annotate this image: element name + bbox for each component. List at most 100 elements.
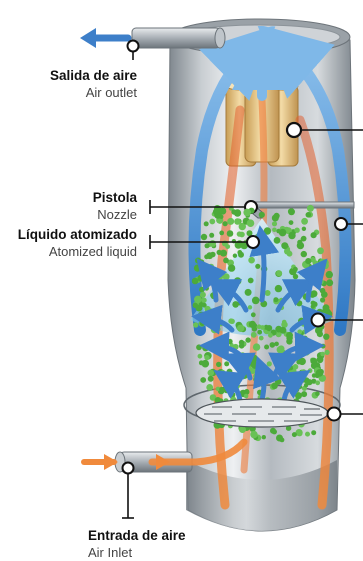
particle bbox=[223, 273, 230, 280]
particle bbox=[238, 252, 244, 258]
particle bbox=[288, 232, 295, 239]
particle bbox=[193, 303, 198, 308]
particle bbox=[250, 431, 257, 438]
particle bbox=[316, 369, 324, 377]
particle bbox=[317, 356, 324, 363]
particle bbox=[286, 332, 293, 339]
circulation-arrow bbox=[262, 240, 264, 300]
particle bbox=[216, 362, 221, 367]
particle bbox=[311, 290, 318, 297]
particle bbox=[250, 355, 258, 363]
particle bbox=[274, 213, 280, 219]
particle bbox=[194, 265, 201, 272]
particle bbox=[304, 383, 308, 387]
particle bbox=[227, 339, 232, 344]
atomized-liquid-label-es: Líquido atomizado bbox=[18, 226, 137, 243]
particle bbox=[310, 358, 317, 365]
circulation-arrow bbox=[262, 370, 264, 400]
particle bbox=[280, 438, 285, 443]
particle bbox=[247, 219, 255, 227]
particle bbox=[275, 355, 280, 360]
particle bbox=[228, 318, 233, 323]
air-inlet-label-en: Air Inlet bbox=[88, 544, 186, 561]
particle bbox=[311, 232, 317, 238]
particle bbox=[268, 333, 273, 338]
particle bbox=[317, 247, 324, 254]
particle bbox=[202, 360, 210, 368]
particle bbox=[307, 205, 314, 212]
particle bbox=[259, 212, 265, 218]
particle bbox=[272, 221, 277, 226]
particle bbox=[307, 271, 311, 275]
particle bbox=[315, 380, 320, 385]
nozzle-label-en: Nozzle bbox=[93, 206, 137, 223]
particle bbox=[200, 377, 206, 383]
fluid-bed-icon bbox=[196, 399, 328, 427]
particle bbox=[306, 212, 312, 218]
particle bbox=[288, 365, 294, 371]
particle bbox=[232, 279, 238, 285]
particle bbox=[279, 229, 287, 237]
particle bbox=[224, 388, 230, 394]
particle bbox=[301, 218, 308, 225]
particle bbox=[270, 342, 276, 348]
particle bbox=[288, 208, 295, 215]
particle bbox=[297, 242, 304, 249]
particle bbox=[199, 287, 205, 293]
particle bbox=[248, 257, 255, 264]
nozzle-label: Pistola Nozzle bbox=[93, 189, 137, 223]
particle bbox=[318, 279, 324, 285]
particle bbox=[228, 264, 235, 271]
particle bbox=[326, 271, 333, 278]
particle bbox=[311, 301, 316, 306]
particle bbox=[293, 364, 299, 370]
particle bbox=[239, 343, 245, 349]
particle bbox=[255, 264, 260, 269]
particle bbox=[209, 219, 215, 225]
particle bbox=[315, 392, 320, 397]
atomized-liquid-label: Líquido atomizado Atomized liquid bbox=[18, 226, 137, 260]
particle bbox=[198, 259, 204, 265]
particle bbox=[262, 435, 266, 439]
particle bbox=[237, 325, 244, 332]
particle bbox=[219, 387, 224, 392]
particle bbox=[209, 240, 216, 247]
particle bbox=[301, 236, 307, 242]
particle bbox=[296, 300, 302, 306]
particle bbox=[245, 337, 250, 342]
particle bbox=[238, 371, 244, 377]
particle bbox=[274, 237, 281, 244]
particle bbox=[248, 305, 252, 309]
particle bbox=[206, 384, 213, 391]
particle bbox=[292, 432, 297, 437]
particle bbox=[294, 228, 299, 233]
particle bbox=[274, 342, 279, 347]
particle bbox=[323, 304, 330, 311]
particle bbox=[325, 350, 330, 355]
air-inlet-label-es: Entrada de aire bbox=[88, 527, 186, 544]
particle bbox=[289, 220, 294, 225]
particle bbox=[196, 344, 202, 350]
particle bbox=[297, 384, 302, 389]
particle bbox=[270, 428, 276, 434]
particle bbox=[240, 225, 245, 230]
particle bbox=[326, 279, 333, 286]
particle bbox=[281, 322, 287, 328]
air-outlet-label-en: Air outlet bbox=[50, 84, 137, 101]
particle bbox=[219, 271, 224, 276]
particle bbox=[224, 361, 229, 366]
particle bbox=[218, 219, 223, 224]
particle bbox=[321, 291, 328, 298]
particle bbox=[260, 325, 265, 330]
particle bbox=[267, 361, 272, 366]
air-inlet-label: Entrada de aire Air Inlet bbox=[88, 527, 186, 561]
air-outlet-label: Salida de aire Air outlet bbox=[50, 67, 137, 101]
particle bbox=[239, 232, 245, 238]
particle bbox=[252, 297, 260, 305]
particle bbox=[272, 228, 277, 233]
particle bbox=[249, 321, 256, 328]
particle bbox=[210, 252, 216, 258]
outlet-pipe-icon bbox=[80, 28, 225, 48]
particle bbox=[301, 391, 307, 397]
particle bbox=[308, 368, 313, 373]
